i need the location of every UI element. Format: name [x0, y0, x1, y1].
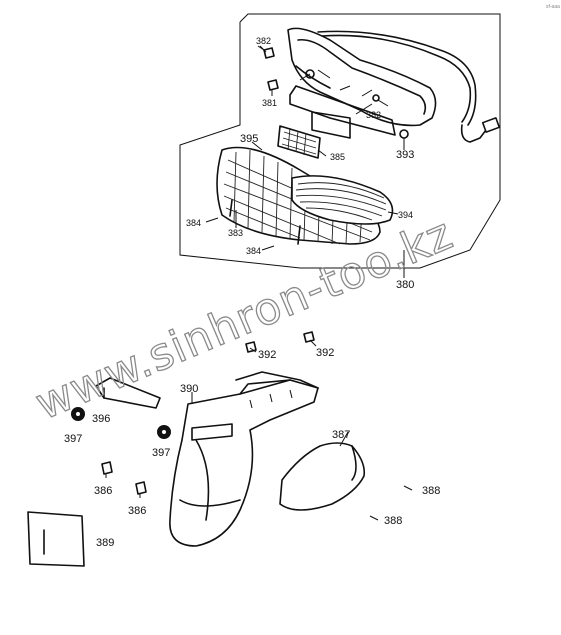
headlight-housing — [287, 27, 437, 139]
callout-394: 394 — [398, 210, 413, 220]
callout-389: 389 — [96, 537, 114, 549]
callout-397-left: 397 — [64, 433, 82, 445]
callout-392-left: 392 — [258, 349, 276, 361]
callout-390: 390 — [180, 383, 198, 395]
license-plate-389 — [27, 511, 85, 567]
callout-382-mid: 382 — [366, 110, 381, 120]
fastener-386-bottom — [135, 481, 147, 498]
small-grille-385 — [277, 125, 321, 159]
callout-393: 393 — [396, 149, 414, 161]
clip-397-left — [71, 407, 85, 421]
callout-380: 380 — [396, 279, 414, 291]
clip-392-left — [245, 341, 257, 353]
clip-392-right — [303, 331, 315, 343]
callout-381: 381 — [262, 98, 277, 108]
callout-387: 387 — [332, 429, 350, 441]
corner-mark: sf-aaa — [546, 4, 560, 10]
callout-392-right: 392 — [316, 347, 334, 359]
callout-382-top: 382 — [256, 36, 271, 46]
clip-397-right — [157, 425, 171, 439]
bracket-396 — [95, 377, 161, 409]
callout-388-top: 388 — [422, 485, 440, 497]
wiring-harness — [317, 30, 501, 143]
callout-383: 383 — [228, 228, 243, 238]
screw-381 — [267, 79, 279, 96]
callout-385: 385 — [330, 152, 345, 162]
callout-386-bottom: 386 — [128, 505, 146, 517]
mud-flap-387 — [279, 442, 366, 511]
callout-388-bottom: 388 — [384, 515, 402, 527]
callout-395: 395 — [240, 133, 258, 145]
leader-lines — [191, 45, 413, 521]
callout-384-bottom: 384 — [246, 246, 261, 256]
assembly-boundary — [179, 13, 501, 269]
callout-384-left: 384 — [186, 218, 201, 228]
callout-397-right: 397 — [152, 447, 170, 459]
callout-386-top: 386 — [94, 485, 112, 497]
fastener-386-top — [101, 461, 113, 478]
rear-fender-390 — [169, 371, 319, 547]
callout-396: 396 — [92, 413, 110, 425]
screw-393 — [399, 129, 409, 146]
side-vent-394 — [291, 175, 394, 225]
screw-382-top — [259, 45, 275, 59]
